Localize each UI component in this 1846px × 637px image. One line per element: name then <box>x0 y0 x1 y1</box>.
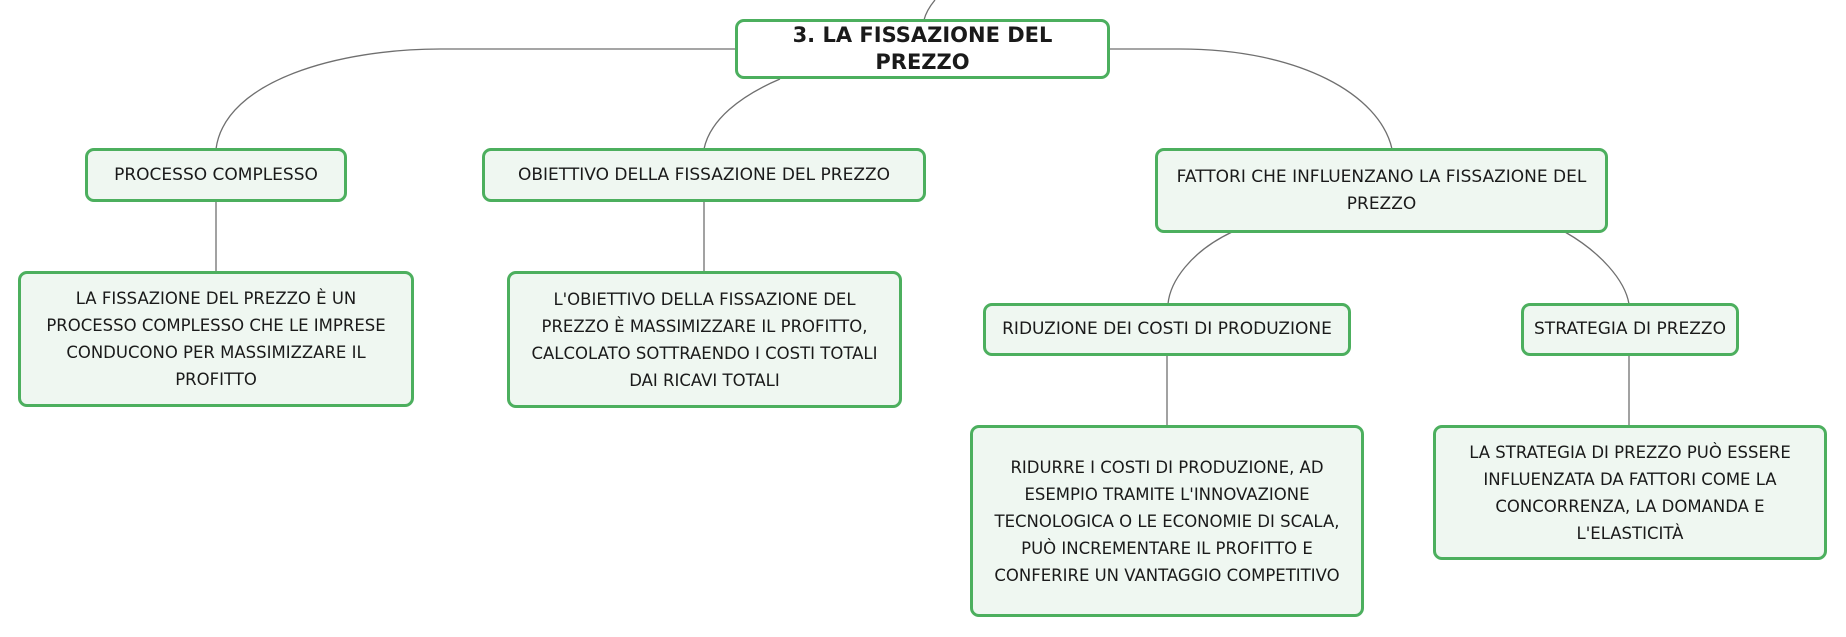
connector-root-processo <box>215 48 735 150</box>
connector-fattori-riduzione <box>1167 231 1233 305</box>
node-riduzione-detail[interactable]: RIDURRE I COSTI DI PRODUZIONE, AD ESEMPI… <box>970 425 1364 617</box>
node-processo-complesso-label: PROCESSO COMPLESSO <box>114 164 318 185</box>
node-obiettivo[interactable]: OBIETTIVO DELLA FISSAZIONE DEL PREZZO <box>482 148 926 202</box>
node-processo-complesso[interactable]: PROCESSO COMPLESSO <box>85 148 347 202</box>
node-strategia-detail[interactable]: LA STRATEGIA DI PREZZO PUÒ ESSERE INFLUE… <box>1433 425 1827 560</box>
node-obiettivo-label: OBIETTIVO DELLA FISSAZIONE DEL PREZZO <box>518 164 890 185</box>
node-riduzione[interactable]: RIDUZIONE DEI COSTI DI PRODUZIONE <box>983 303 1351 356</box>
node-processo-complesso-detail-text: LA FISSAZIONE DEL PREZZO È UN PROCESSO C… <box>46 289 386 389</box>
node-riduzione-detail-text: RIDURRE I COSTI DI PRODUZIONE, AD ESEMPI… <box>994 457 1340 585</box>
connector-root-fattori <box>1110 48 1393 150</box>
node-obiettivo-detail-text: L'OBIETTIVO DELLA FISSAZIONE DEL PREZZO … <box>531 289 878 390</box>
node-strategia[interactable]: STRATEGIA DI PREZZO <box>1521 303 1739 356</box>
node-strategia-detail-text: LA STRATEGIA DI PREZZO PUÒ ESSERE INFLUE… <box>1469 442 1791 543</box>
root-node-label: 3. LA FISSAZIONE DEL PREZZO <box>792 23 1053 74</box>
connector-root-obiettivo <box>703 78 781 150</box>
node-fattori-label: FATTORI CHE INFLUENZANO LA FISSAZIONE DE… <box>1176 166 1587 214</box>
connector-root-parent <box>923 0 936 21</box>
node-fattori[interactable]: FATTORI CHE INFLUENZANO LA FISSAZIONE DE… <box>1155 148 1608 233</box>
node-obiettivo-detail[interactable]: L'OBIETTIVO DELLA FISSAZIONE DEL PREZZO … <box>507 271 902 408</box>
node-processo-complesso-detail[interactable]: LA FISSAZIONE DEL PREZZO È UN PROCESSO C… <box>18 271 414 407</box>
node-riduzione-label: RIDUZIONE DEI COSTI DI PRODUZIONE <box>1002 319 1332 339</box>
connector-fattori-strategia <box>1564 231 1630 305</box>
node-strategia-label: STRATEGIA DI PREZZO <box>1534 319 1726 339</box>
root-node[interactable]: 3. LA FISSAZIONE DEL PREZZO <box>735 19 1110 79</box>
